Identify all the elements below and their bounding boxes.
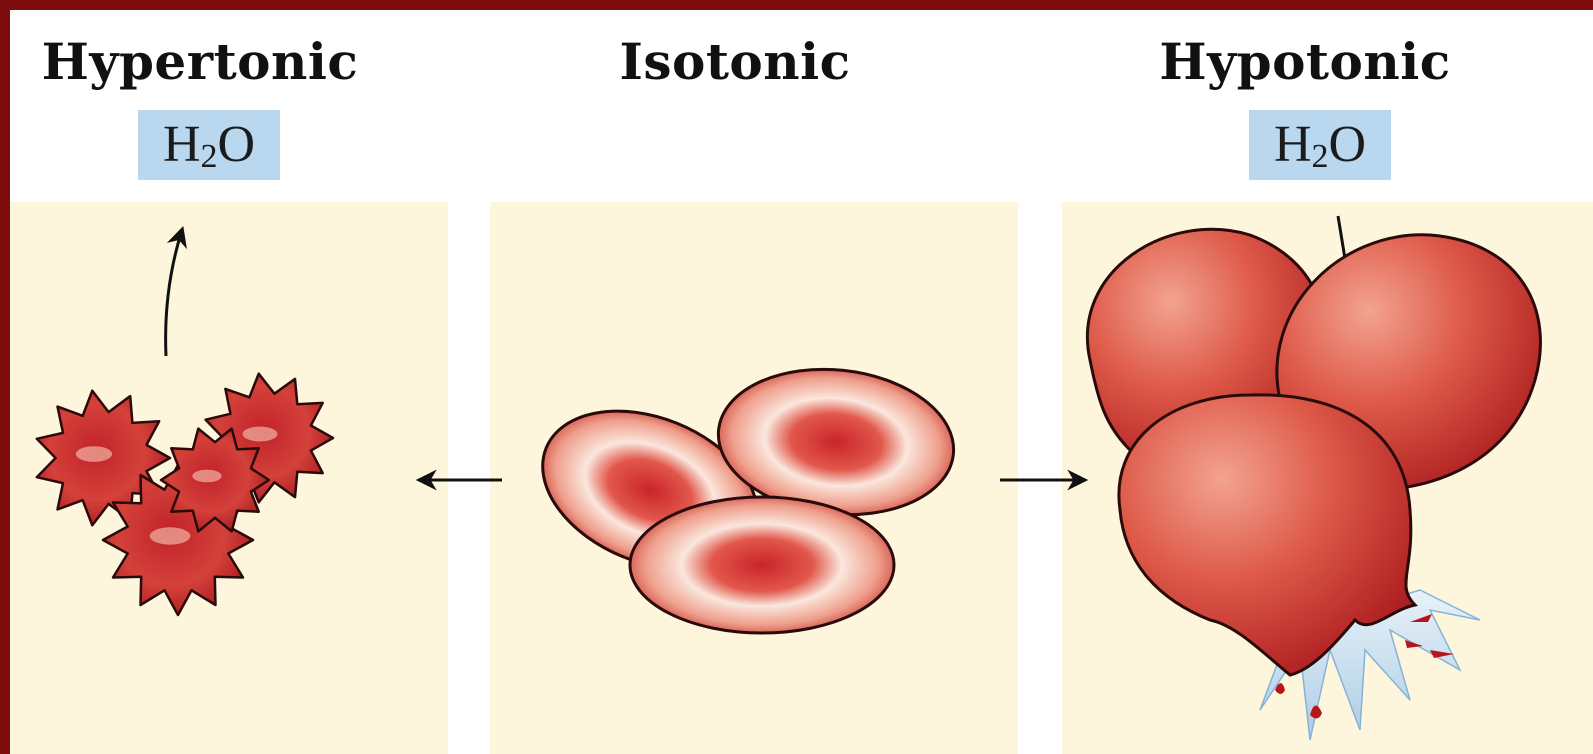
crenated-cell-icon [37, 374, 333, 615]
diagram-artwork [10, 10, 1593, 754]
osmosis-diagram: Hypertonic Isotonic Hypotonic H2O H2O [10, 10, 1593, 754]
normal-cell-icon [519, 358, 961, 633]
crenated-highlight [150, 527, 191, 544]
normal-cell [630, 497, 894, 633]
arrow-up-icon [166, 230, 182, 356]
crenated-highlight [243, 427, 278, 442]
crenated-highlight [76, 446, 112, 462]
crenated-highlight [192, 470, 221, 483]
